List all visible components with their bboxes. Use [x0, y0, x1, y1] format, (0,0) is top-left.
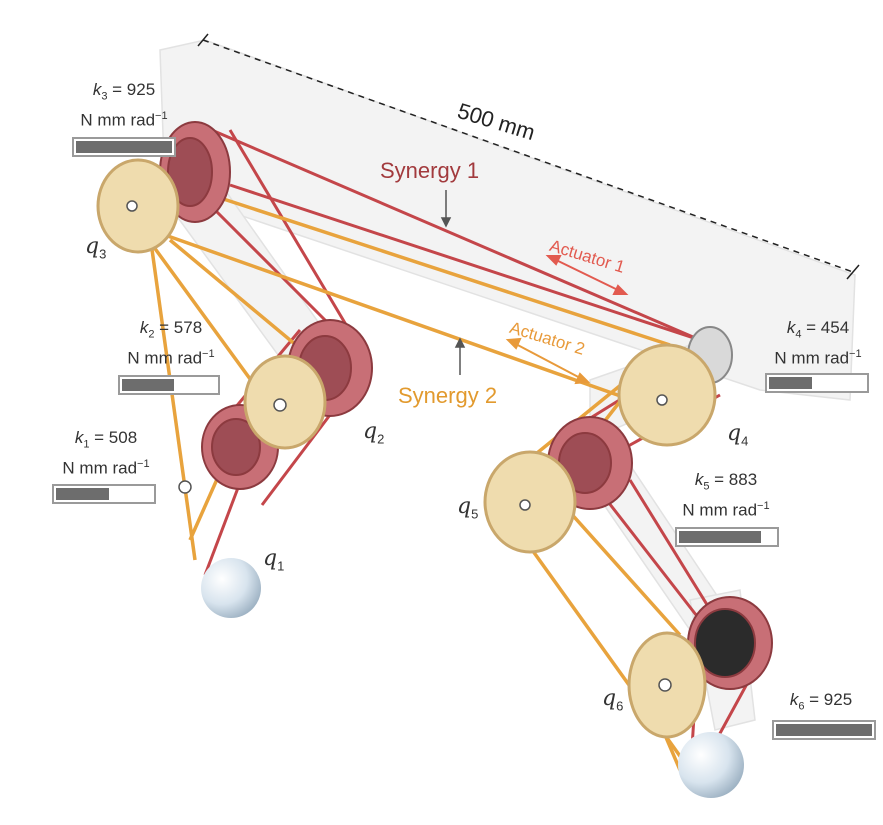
stiffness-gauge-k1: [52, 484, 156, 504]
joint-label-q2: q2: [363, 419, 385, 447]
stiffness-gauge-fill: [122, 379, 174, 391]
top-frame-beam: [159, 39, 856, 401]
synergy2-pointer: [454, 337, 466, 375]
joint-label-q4: q4: [727, 421, 749, 449]
joint-label-q1: q1: [263, 546, 285, 574]
stiffness-gauge-k5: [675, 527, 779, 547]
stiffness-gauge-k3: [72, 137, 176, 157]
synergy1-label: Synergy 1: [380, 158, 480, 183]
stiffness-label-k2: k2 = 578 N mm rad−1: [127, 318, 215, 369]
stiffness-gauge-k4: [765, 373, 869, 393]
right-foot-ball: [678, 732, 744, 798]
dimension-line: [197, 33, 860, 280]
stiffness-gauge-k2: [118, 375, 220, 395]
actuator2-arrow: [505, 337, 591, 385]
synergy1-pointer: [440, 190, 452, 228]
synergy2-pulleys: [96, 158, 717, 739]
stiffness-label-k1: k1 = 508 N mm rad−1: [62, 428, 150, 479]
stiffness-gauge-fill: [679, 531, 761, 543]
joint-label-q5: q5: [457, 494, 479, 522]
actuator1-arrow: [545, 255, 629, 295]
pulley-hubs: [126, 200, 672, 692]
stiffness-label-k3: k3 = 925 N mm rad−1: [80, 80, 168, 131]
stiffness-gauge-fill: [56, 488, 109, 500]
stiffness-label-k4: k4 = 454 N mm rad−1: [774, 318, 862, 369]
stiffness-gauge-k6: [772, 720, 876, 740]
synergy1-pulleys: [159, 121, 773, 690]
joint-label-q6: q6: [602, 686, 624, 714]
synergy2-label: Synergy 2: [398, 383, 498, 408]
stiffness-gauge-fill: [76, 141, 172, 153]
joint-label-q3: q3: [85, 234, 107, 262]
stiffness-label-k5: k5 = 883 N mm rad−1: [682, 470, 770, 521]
stiffness-gauge-fill: [776, 724, 872, 736]
left-foot-ball: [201, 558, 261, 618]
stiffness-gauge-fill: [769, 377, 812, 389]
